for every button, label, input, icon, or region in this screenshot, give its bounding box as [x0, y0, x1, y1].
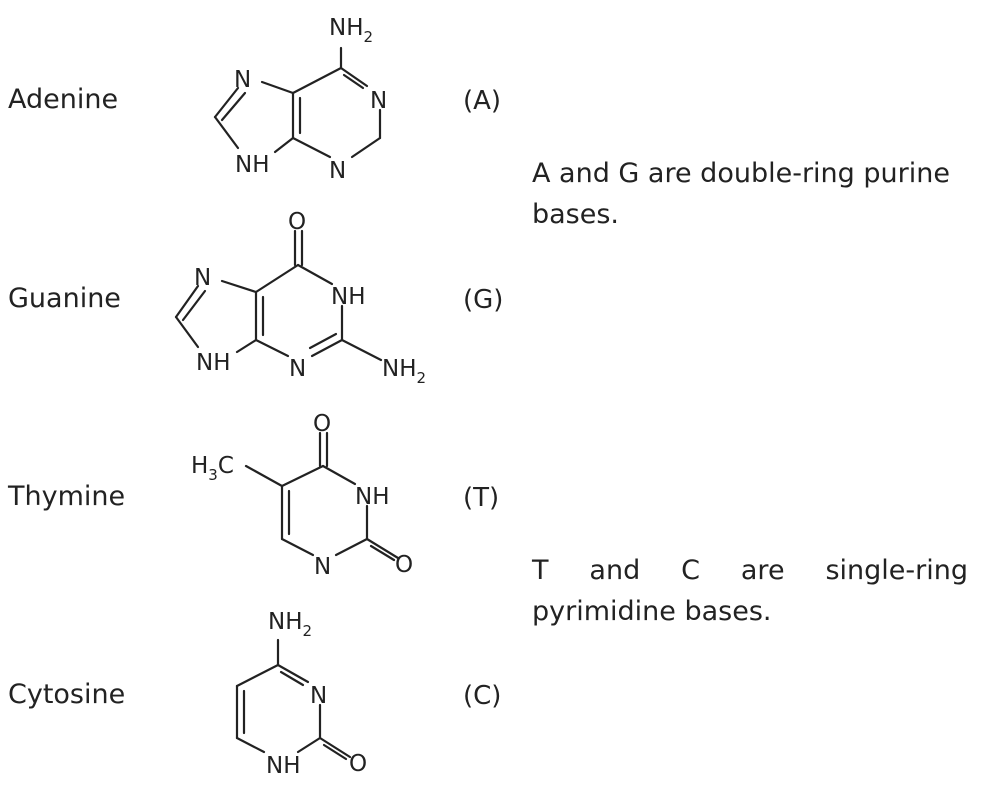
atom-label: N: [329, 158, 346, 184]
base-name-adenine: Adenine: [8, 84, 119, 115]
atom-label: N: [234, 67, 251, 93]
base-abbr-thymine: (T): [463, 483, 500, 513]
atom-label: N: [310, 683, 327, 709]
adenine-structure: NH2 N N NH N: [213, 15, 387, 184]
atom-label: NH: [235, 152, 270, 178]
purine-note: A and G are double-ring purine bases.: [532, 158, 950, 230]
base-abbr-adenine: (A): [463, 86, 502, 116]
pyrimidine-note: T and C are single-ring pyrimidine bases…: [532, 555, 968, 627]
atom-label: O: [395, 552, 413, 578]
atom-label: NH: [331, 284, 366, 310]
atom-label: N: [194, 265, 211, 291]
atom-label: NH2: [382, 356, 426, 387]
atom-label: O: [288, 209, 306, 235]
base-abbr-cytosine: (C): [463, 681, 502, 711]
atom-label: N: [289, 356, 306, 382]
atom-label: H3C: [191, 453, 234, 484]
base-name-cytosine: Cytosine: [8, 679, 126, 710]
atom-label: N: [314, 554, 331, 580]
cytosine-structure: NH2 N NH O: [235, 609, 367, 779]
atom-label: NH: [355, 484, 390, 510]
atom-label: O: [349, 751, 367, 777]
guanine-structure: O N NH NH N NH2: [174, 209, 426, 387]
thymine-structure: O H3C NH N O: [191, 411, 413, 580]
atom-label: O: [313, 411, 331, 437]
base-name-thymine: Thymine: [8, 481, 126, 512]
atom-label: N: [370, 88, 387, 114]
base-abbr-guanine: (G): [463, 285, 504, 315]
atom-label: NH: [196, 350, 231, 376]
base-name-guanine: Guanine: [8, 283, 121, 314]
atom-label: NH: [266, 753, 301, 779]
atom-label: NH2: [268, 609, 312, 640]
atom-label: NH2: [329, 15, 373, 46]
